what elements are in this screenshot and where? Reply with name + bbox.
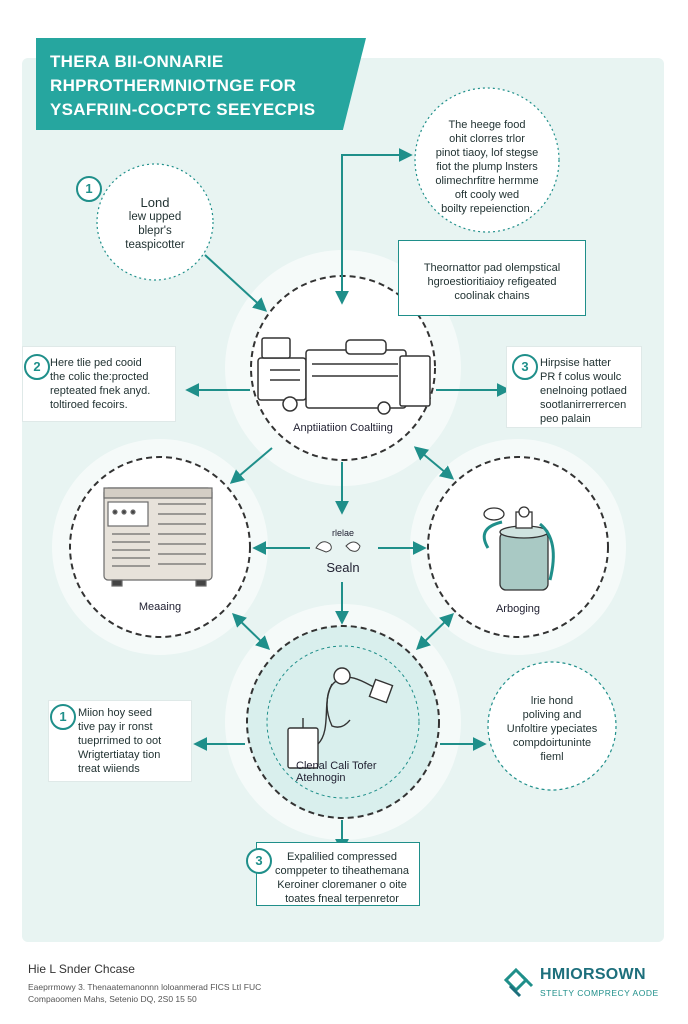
bottom-info-text: Expalilied compressed comppeter to tihea… [275, 851, 409, 905]
middle-label: Sealn [326, 560, 360, 575]
brand-tagline: STELTY COMPRECY AODE [540, 988, 659, 998]
brand-name: HMIORSOWN [540, 966, 646, 983]
step-number-badge: 3 [512, 354, 538, 380]
low-left-info-text: Miion hoy seed tive pay ir ronst tueprri… [78, 707, 162, 775]
top-right-info-circle [414, 87, 560, 233]
hands-icon [315, 541, 361, 553]
top-left-info-text: Lond lew upped blepr's teaspicotter [125, 195, 185, 252]
step-number-badge: 2 [24, 354, 50, 380]
arrow-center-to-rightnode [413, 446, 455, 480]
brand-logo-icon [503, 967, 534, 998]
title-line-3: YSAFRIIN-COCPTC SEEYECPIS [50, 100, 316, 119]
technician-icon [287, 667, 394, 769]
title-line-1: THERA BII-ONNARIE [50, 52, 224, 71]
title-line-2: RHPROTHERMNIOTNGE FOR [50, 76, 297, 95]
arrow-center-to-leftnode [229, 447, 273, 484]
step-number-badge: 1 [50, 704, 76, 730]
storage-tank-icon [482, 506, 555, 591]
title-banner: THERA BII-ONNARIE RHPROTHERMNIOTNGE FOR … [36, 38, 366, 130]
bottom-inner-circle [266, 645, 420, 799]
arrow-rightnode-to-bottom [415, 613, 455, 650]
top-description-box: Theornattor pad olempstical hgroestiorit… [398, 240, 586, 316]
cooling-appliance-icon [103, 487, 213, 587]
left-node-label: Meaaing [138, 601, 182, 613]
mid-left-info-text: Here tlie ped cooid the colic the:procte… [50, 357, 151, 411]
footer-line-2: Compaoomen Mahs, Setenio DQ, 2S0 15 50 [28, 994, 197, 1004]
step-number-badge: 1 [76, 176, 102, 202]
chiller-unit-icon [257, 337, 431, 415]
footer-title: Hie L Snder Chcase [28, 962, 135, 976]
step-number-badge: 3 [246, 848, 272, 874]
top-right-info-text: The heege food ohit clorres trlor pinot … [435, 119, 539, 215]
right-info-text: lrie hond poliving and Unfoltire ypeciat… [506, 695, 598, 763]
top-left-info-circle [96, 163, 214, 281]
mid-right-info-text: Hirpsise hatter PR f colus woulc enelnoi… [540, 357, 627, 425]
footer-line-1: Eaeprrmowy 3. Thenaatemanonnn loloanmera… [28, 982, 262, 992]
bottom-description-box [256, 842, 420, 906]
center-node-label: Anptiiatiion Coaltiing [293, 422, 393, 434]
right-node-label: Arboging [495, 603, 541, 615]
arrow-top-elbow [341, 148, 413, 300]
bottom-node-label: Clenal Cali Tofer Atehnogin [296, 760, 377, 784]
right-info-circle [487, 661, 617, 791]
bottom-node-circle [246, 625, 440, 819]
arrow-topleft-to-center [204, 254, 268, 312]
arrow-leftnode-to-bottom [231, 613, 271, 650]
middle-small-label: rlelae [331, 528, 354, 538]
